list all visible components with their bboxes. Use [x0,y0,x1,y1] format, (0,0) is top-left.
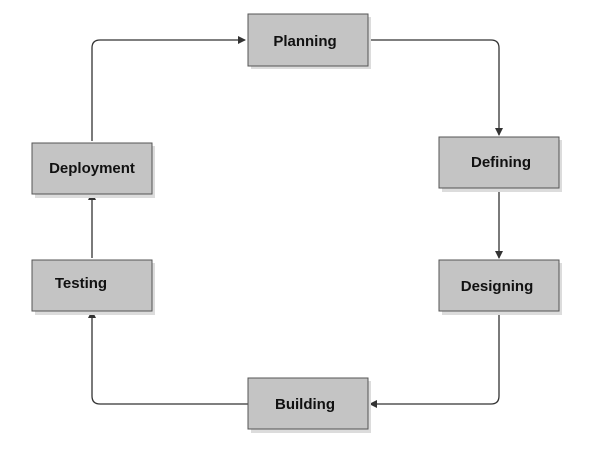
stage-building-label: Building [275,396,335,413]
stage-planning-label: Planning [273,33,336,50]
arrow-building-to-testing [88,310,248,405]
stage-testing-label: Testing [55,275,107,292]
stage-testing: Testing [31,259,155,315]
stage-designing-label: Designing [461,278,534,295]
stage-planning: Planning [247,13,371,69]
arrow-designing-to-building [369,311,500,408]
stage-defining-label: Defining [471,154,531,171]
stage-defining: Defining [438,136,562,192]
stage-designing: Designing [438,259,562,315]
stage-building: Building [247,377,371,433]
arrow-planning-to-defining [369,39,503,136]
stage-deployment-label: Deployment [49,160,135,177]
stage-deployment: Deployment [31,142,155,198]
arrow-deployment-to-planning [91,36,246,141]
